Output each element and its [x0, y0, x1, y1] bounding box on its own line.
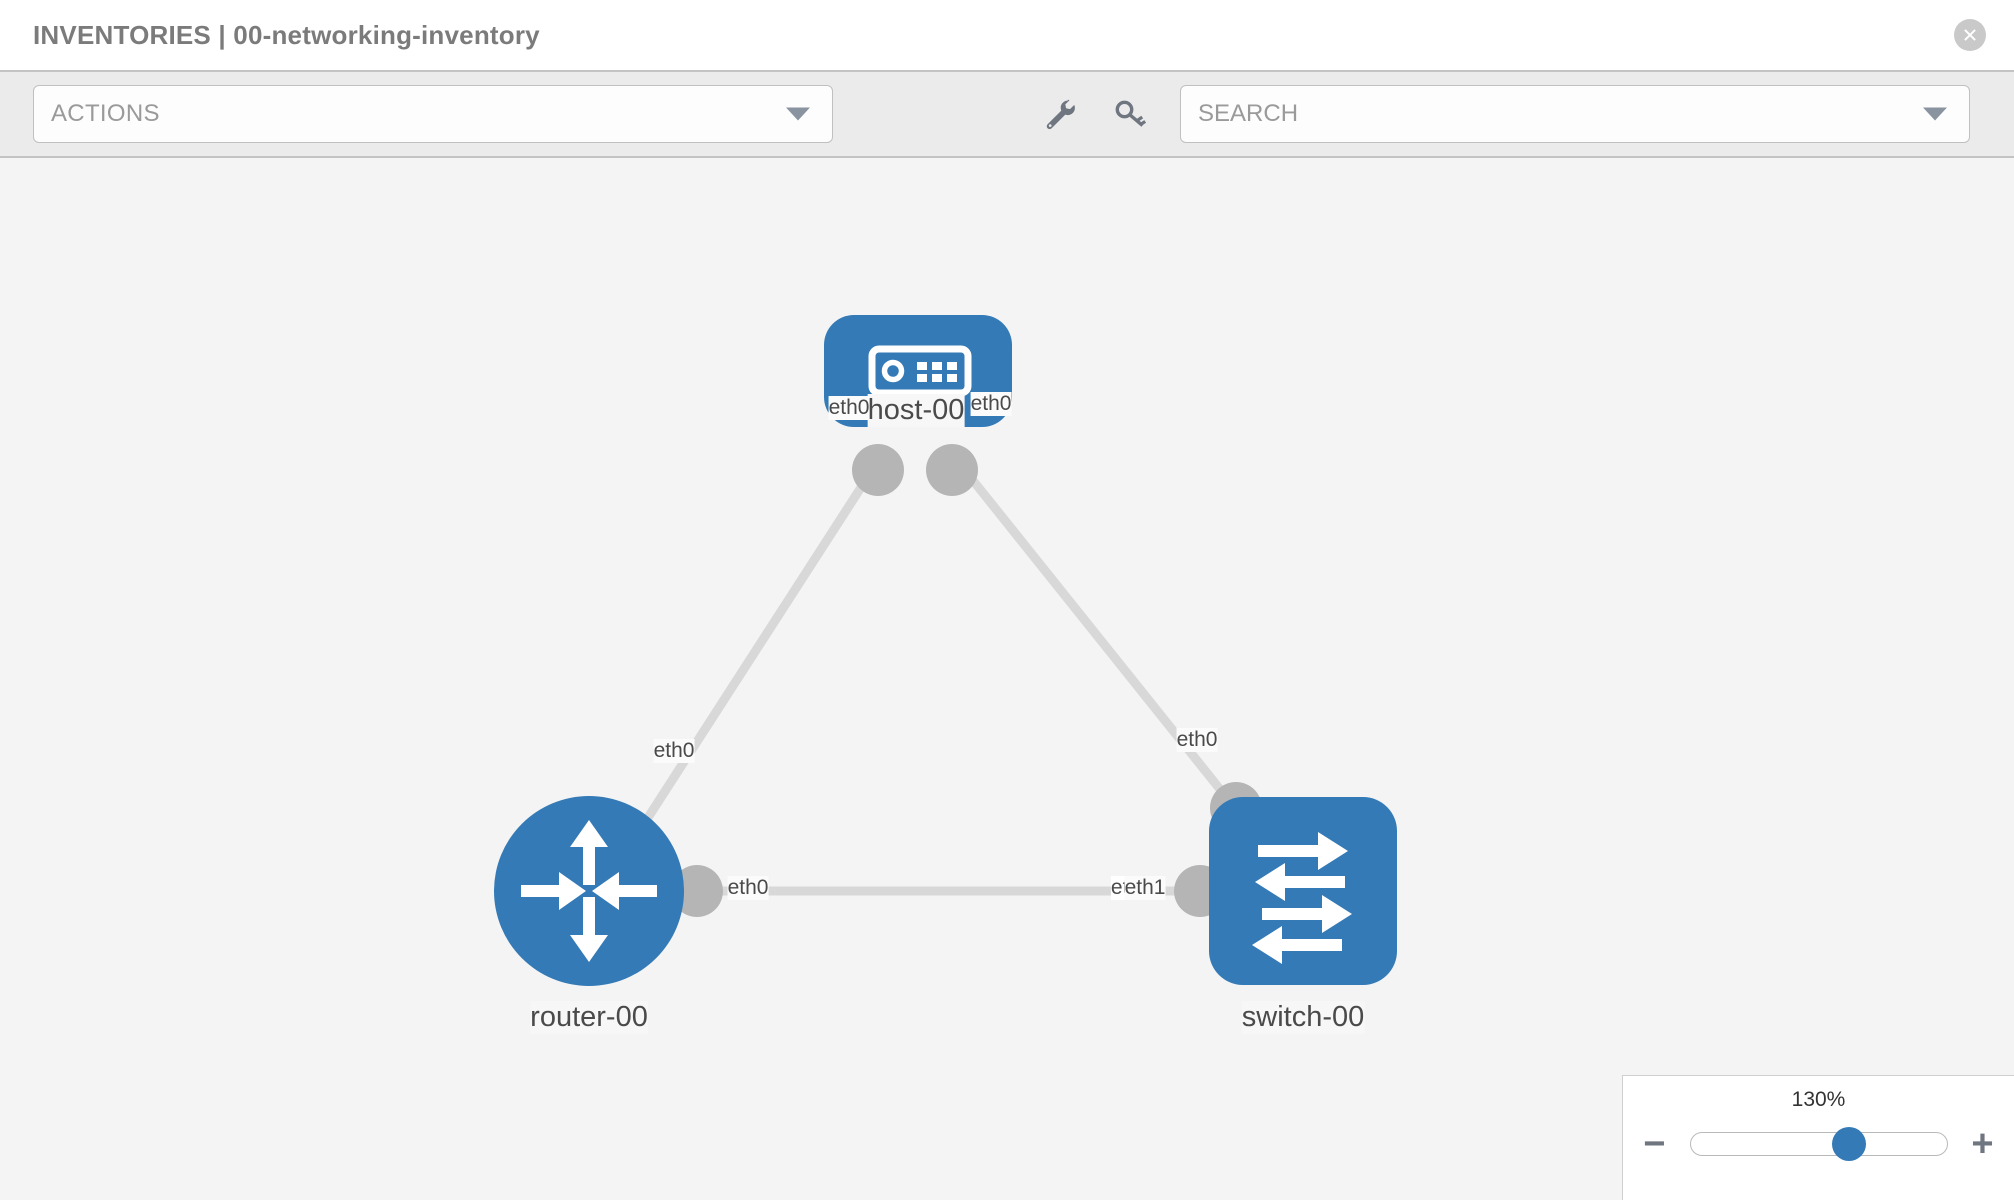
port-label-switch-left: eth1 — [1124, 876, 1166, 900]
port-label-host-right: eth0 — [970, 392, 1012, 416]
toolbar-icon-group — [1040, 94, 1150, 134]
port-connector-host-right — [926, 444, 978, 496]
close-icon[interactable] — [1954, 19, 1986, 51]
node-label-host-00: host-00 — [867, 394, 965, 427]
node-label-router-00: router-00 — [530, 1001, 648, 1034]
chevron-down-icon — [786, 107, 810, 121]
port-label-switch-upper: eth0 — [1176, 728, 1218, 752]
topology-graph — [494, 315, 1397, 986]
switch-arrows-icon — [1252, 832, 1352, 964]
router-arrows-icon — [521, 820, 657, 962]
port-label-host-left: eth0 — [828, 396, 870, 420]
search-input[interactable] — [1198, 100, 1969, 128]
zoom-out-button[interactable]: − — [1643, 1123, 1666, 1165]
toolbar: ACTIONS — [0, 70, 2014, 158]
topology-canvas[interactable]: host-00 router-00 switch-00 eth0 eth0 et… — [0, 158, 2014, 1200]
zoom-level-value: 130% — [1791, 1088, 1846, 1111]
port-label-router-right: eth0 — [727, 876, 769, 900]
search-box[interactable] — [1180, 85, 1970, 143]
page-title: INVENTORIES | 00-networking-inventory — [33, 19, 540, 50]
port-connector-host-left — [852, 444, 904, 496]
port-label-router-upper: eth0 — [653, 739, 695, 763]
port-connector-router-right — [671, 865, 723, 917]
page-header: INVENTORIES | 00-networking-inventory — [0, 0, 2014, 70]
zoom-panel: 130% − + — [1622, 1075, 2014, 1200]
wrench-icon[interactable] — [1040, 94, 1080, 134]
server-icon — [868, 345, 972, 397]
node-router-00[interactable] — [494, 796, 684, 986]
zoom-slider[interactable] — [1689, 1127, 1948, 1161]
node-label-switch-00: switch-00 — [1241, 1001, 1365, 1034]
link-host-router — [636, 455, 884, 833]
chevron-down-icon[interactable] — [1923, 107, 1947, 121]
zoom-controls: − + — [1623, 1124, 2014, 1164]
node-switch-00[interactable] — [1209, 797, 1397, 985]
link-host-switch — [951, 455, 1247, 821]
zoom-slider-thumb[interactable] — [1832, 1127, 1867, 1161]
zoom-in-button[interactable]: + — [1971, 1123, 1994, 1165]
actions-dropdown[interactable]: ACTIONS — [33, 85, 833, 143]
key-icon[interactable] — [1110, 94, 1150, 134]
actions-dropdown-label: ACTIONS — [51, 100, 160, 127]
